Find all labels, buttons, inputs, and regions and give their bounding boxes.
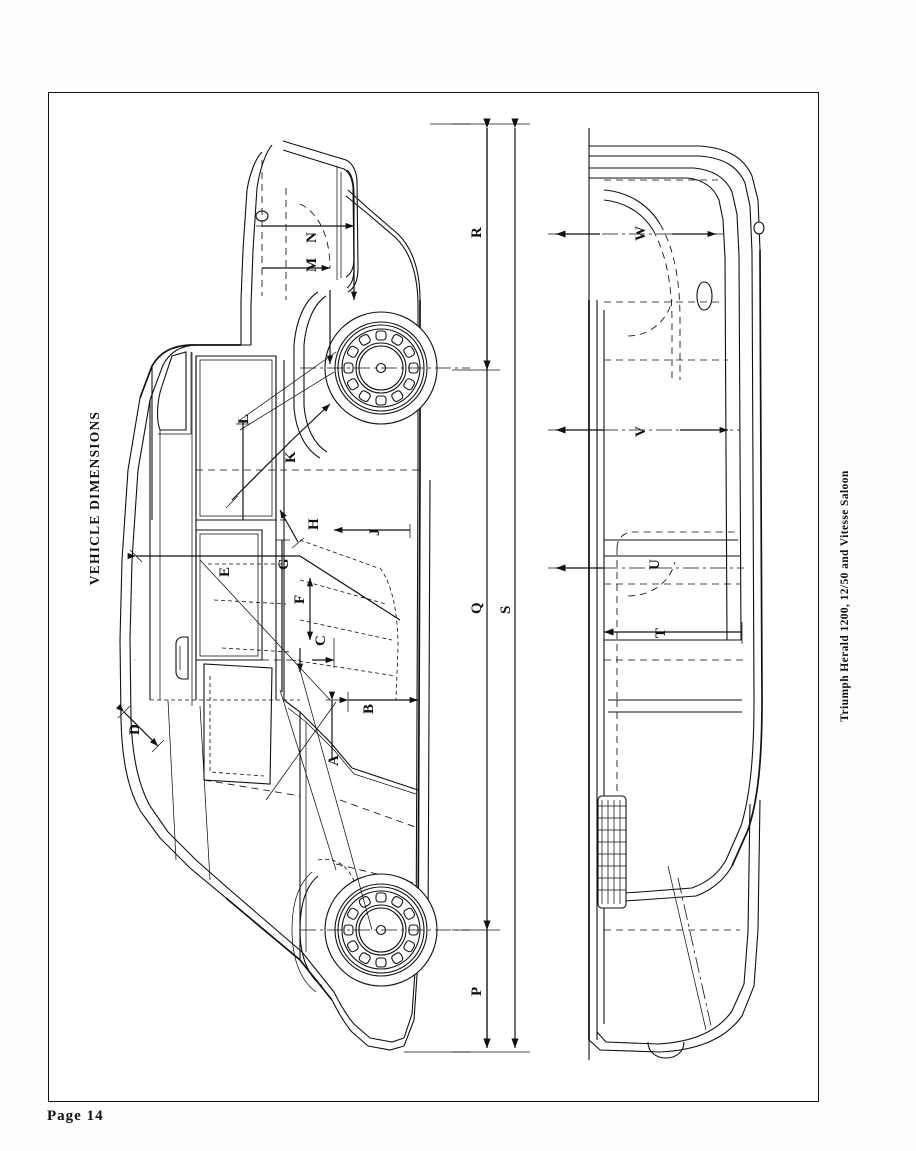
wheel-rim-slots [343, 330, 419, 406]
dimension-label-V: V [633, 426, 649, 437]
plan-bonnet-crease [677, 877, 713, 1031]
side-elevation-view: N M R L K H J E G F C Q S B A D P [115, 118, 530, 1053]
hidden-edges-side [150, 160, 420, 797]
dimension-label-C: C [313, 635, 329, 646]
page-number: Page 14 [47, 1108, 104, 1124]
dimension-label-K: K [283, 451, 299, 463]
dimension-label-P: P [469, 987, 485, 996]
dimension-label-T: T [653, 628, 669, 638]
dimension-label-J: J [367, 528, 383, 536]
scan-artifacts [134, 659, 136, 661]
dimension-label-L: L [236, 414, 252, 424]
dimension-label-B: B [361, 704, 377, 714]
dimension-letters-side: N M R L K H J E G F C Q S B A D P [127, 227, 514, 996]
dimension-lines-K-L [225, 403, 331, 520]
rear-wheel [291, 871, 470, 993]
dimension-label-G: G [276, 558, 292, 570]
dimension-lines-detail [115, 351, 418, 931]
dimension-label-N: N [304, 232, 320, 243]
dimension-label-U: U [647, 559, 663, 570]
plan-view: W V U T [548, 128, 765, 1060]
dimension-label-H: H [306, 518, 322, 530]
plan-dimension-lines [548, 230, 744, 644]
dimension-label-S: S [498, 606, 514, 614]
plan-body-outline [588, 145, 765, 1059]
dimension-label-W: W [633, 226, 649, 241]
dimension-label-M: M [304, 258, 320, 272]
dimension-line-K [231, 439, 293, 501]
dimension-label-Q: Q [469, 602, 485, 614]
dimension-line-H [279, 509, 299, 543]
dimension-line-D [115, 703, 159, 747]
dimension-label-A: A [326, 755, 342, 766]
dimension-label-E: E [217, 567, 233, 577]
dimension-lines-M-N [256, 222, 358, 364]
dimension-letters-plan: W V U T [633, 226, 669, 638]
dimension-label-D: D [127, 724, 143, 735]
dimension-label-F: F [292, 595, 308, 604]
front-grille [597, 795, 627, 909]
door-and-window-details [149, 351, 285, 881]
dimension-label-R: R [469, 227, 485, 238]
overall-dimension-lines [404, 118, 530, 1053]
front-wheel [300, 311, 470, 425]
